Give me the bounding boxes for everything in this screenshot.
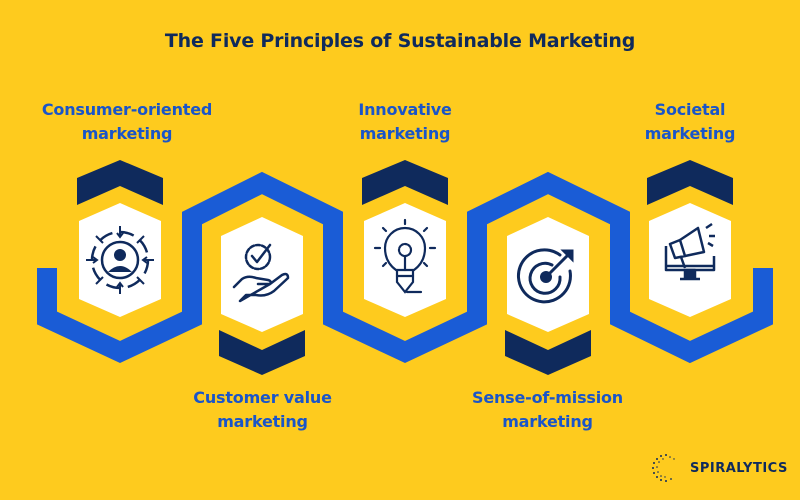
label-societal: Societal marketing bbox=[620, 98, 760, 146]
label-line: Customer value bbox=[193, 388, 332, 407]
brand-name: SPIRALYTICS bbox=[690, 460, 788, 476]
connector-path bbox=[37, 171, 773, 364]
brand-logo: SPIRALYTICS bbox=[650, 452, 788, 484]
megaphone-monitor-icon bbox=[664, 222, 716, 281]
hand-checkmark-icon bbox=[232, 243, 290, 303]
hexagon-node-5 bbox=[649, 203, 731, 317]
label-customer-value: Customer value marketing bbox=[175, 386, 350, 434]
label-line: marketing bbox=[644, 124, 736, 143]
label-line: marketing bbox=[81, 124, 173, 143]
label-line: Sense-of-mission bbox=[472, 388, 623, 407]
label-line: marketing bbox=[502, 412, 593, 431]
label-line: Societal bbox=[654, 100, 726, 119]
target-arrow-icon bbox=[517, 248, 574, 304]
chevron-up-icon bbox=[362, 160, 448, 205]
label-sense-of-mission: Sense-of-mission marketing bbox=[455, 386, 640, 434]
label-innovative: Innovative marketing bbox=[330, 98, 480, 146]
lightbulb-pencil-icon bbox=[373, 218, 437, 294]
customer-focus-icon bbox=[86, 226, 154, 294]
label-line: marketing bbox=[217, 412, 308, 431]
label-line: marketing bbox=[359, 124, 451, 143]
spiral-dots-icon bbox=[652, 454, 675, 482]
chevron-down-icon bbox=[219, 330, 305, 375]
chevron-up-icon bbox=[647, 160, 733, 205]
label-consumer-oriented: Consumer-oriented marketing bbox=[22, 98, 232, 146]
chevron-up-icon bbox=[77, 160, 163, 205]
hexagon-node-2 bbox=[221, 217, 303, 332]
label-line: Consumer-oriented bbox=[41, 100, 213, 119]
page-title: The Five Principles of Sustainable Marke… bbox=[164, 30, 636, 52]
chevron-down-icon bbox=[505, 330, 591, 375]
label-line: Innovative bbox=[358, 100, 452, 119]
